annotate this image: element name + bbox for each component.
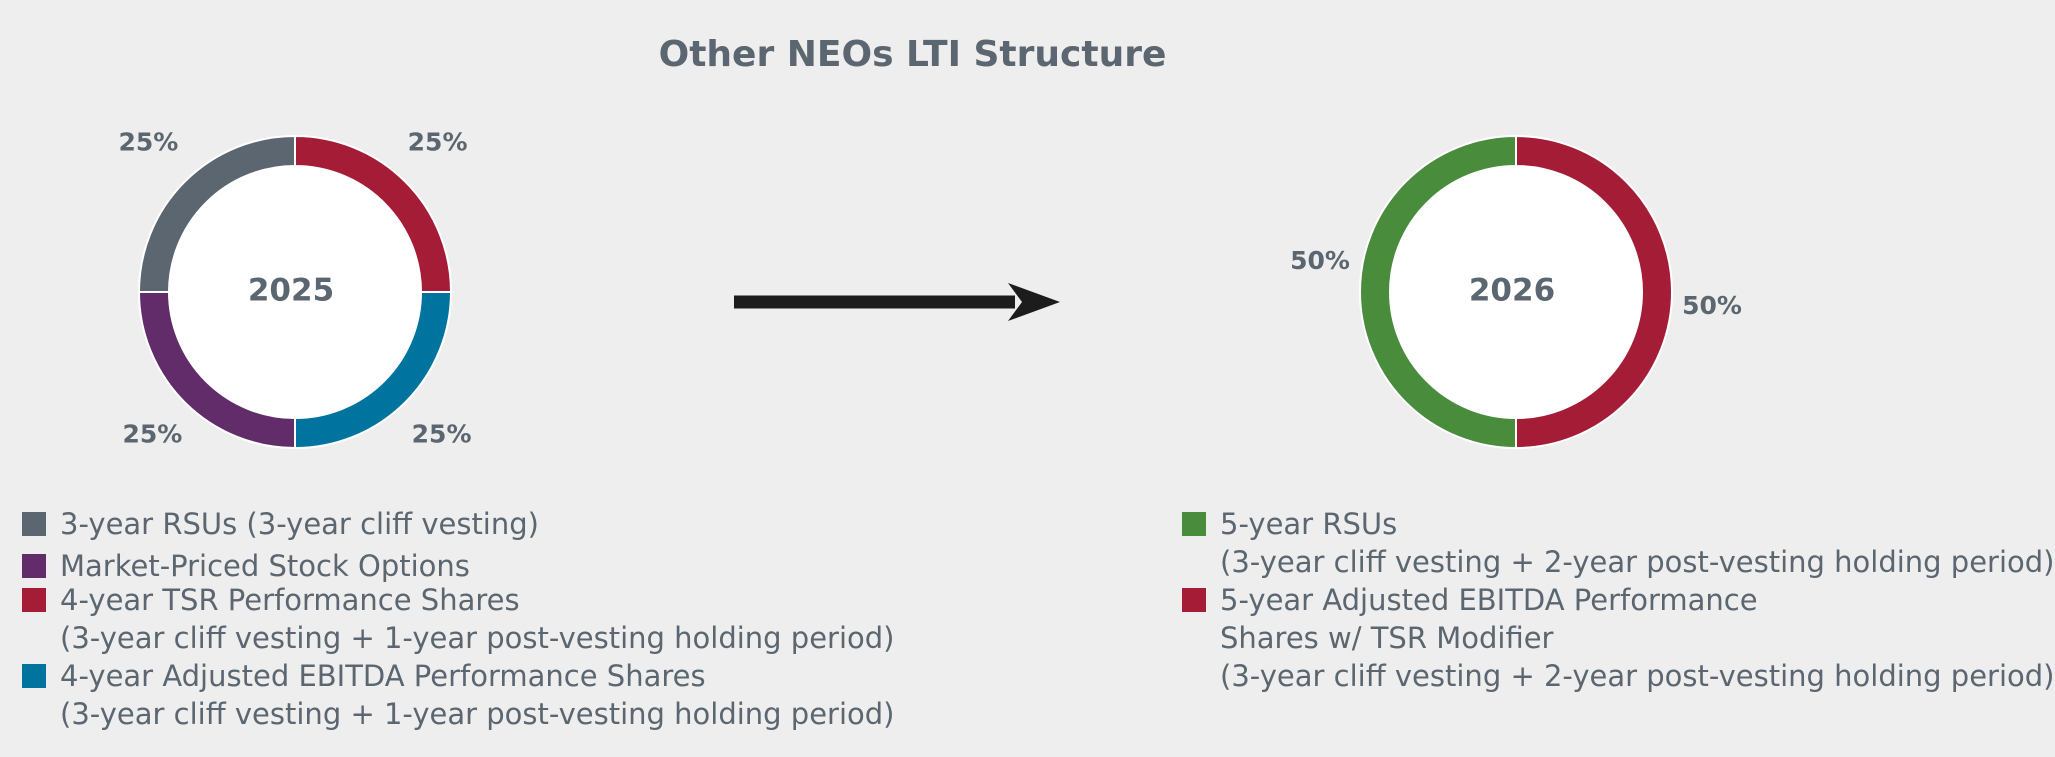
chart-title: Other NEOs LTI Structure <box>658 34 1167 75</box>
legend-item: 4-year TSR Performance Shares (3-year cli… <box>22 581 895 657</box>
legend-2025: 3-year RSUs (3-year cliff vesting) Market… <box>22 505 895 733</box>
legend-label: Shares w/ TSR Modifier <box>1220 621 1554 655</box>
legend-label: 4-year TSR Performance Shares <box>60 583 520 617</box>
legend-label: 4-year Adjusted EBITDA Performance Share… <box>60 659 706 693</box>
slice-value-label: 50% <box>1290 246 1350 275</box>
legend-label: (3-year cliff vesting + 1-year post-vest… <box>60 621 895 655</box>
legend-label: (3-year cliff vesting + 1-year post-vest… <box>60 697 895 731</box>
slice-value-label: 25% <box>118 127 178 156</box>
donut-center-year: 2025 <box>248 273 334 309</box>
legend-label: 3-year RSUs (3-year cliff vesting) <box>60 507 539 541</box>
legend-label: (3-year cliff vesting + 2-year post-vest… <box>1220 659 2055 693</box>
slice-value-label: 25% <box>122 420 182 449</box>
donut-hole <box>1390 166 1642 418</box>
legend-swatch <box>1182 512 1206 536</box>
donut-center-year: 2026 <box>1469 273 1555 309</box>
legend-swatch <box>22 588 46 612</box>
donut-slice <box>137 134 296 293</box>
slice-value-label: 25% <box>408 127 468 156</box>
legend-label: 5-year Adjusted EBITDA Performance <box>1220 583 1758 617</box>
legend-swatch <box>22 512 46 536</box>
arrow-icon <box>734 283 1060 321</box>
legend-2026: 5-year RSUs (3-year cliff vesting + 2-yea… <box>1182 505 2055 695</box>
legend-item: 3-year RSUs (3-year cliff vesting) <box>22 505 895 543</box>
donut-hole <box>169 166 421 418</box>
donut-slice <box>1515 134 1673 450</box>
legend-label: 5-year RSUs <box>1220 507 1398 541</box>
slice-value-label: 25% <box>412 420 472 449</box>
legend-item: 4-year Adjusted EBITDA Performance Share… <box>22 657 895 733</box>
arrow-head <box>1008 283 1060 321</box>
slice-value-label: 50% <box>1682 291 1742 320</box>
legend-label: Market-Priced Stock Options <box>60 549 470 583</box>
donut-chart-2025: 25% 25% 25% 25% 2025 <box>118 127 472 450</box>
donut-slice <box>1359 134 1517 450</box>
legend-swatch <box>1182 588 1206 612</box>
legend-item: 5-year RSUs (3-year cliff vesting + 2-yea… <box>1182 505 2055 581</box>
legend-label: (3-year cliff vesting + 2-year post-vest… <box>1220 545 2055 579</box>
legend-item: Market-Priced Stock Options <box>22 547 895 585</box>
legend-swatch <box>22 664 46 688</box>
donut-chart-2026: 50% 50% 2026 <box>1290 134 1742 450</box>
legend-swatch <box>22 554 46 578</box>
